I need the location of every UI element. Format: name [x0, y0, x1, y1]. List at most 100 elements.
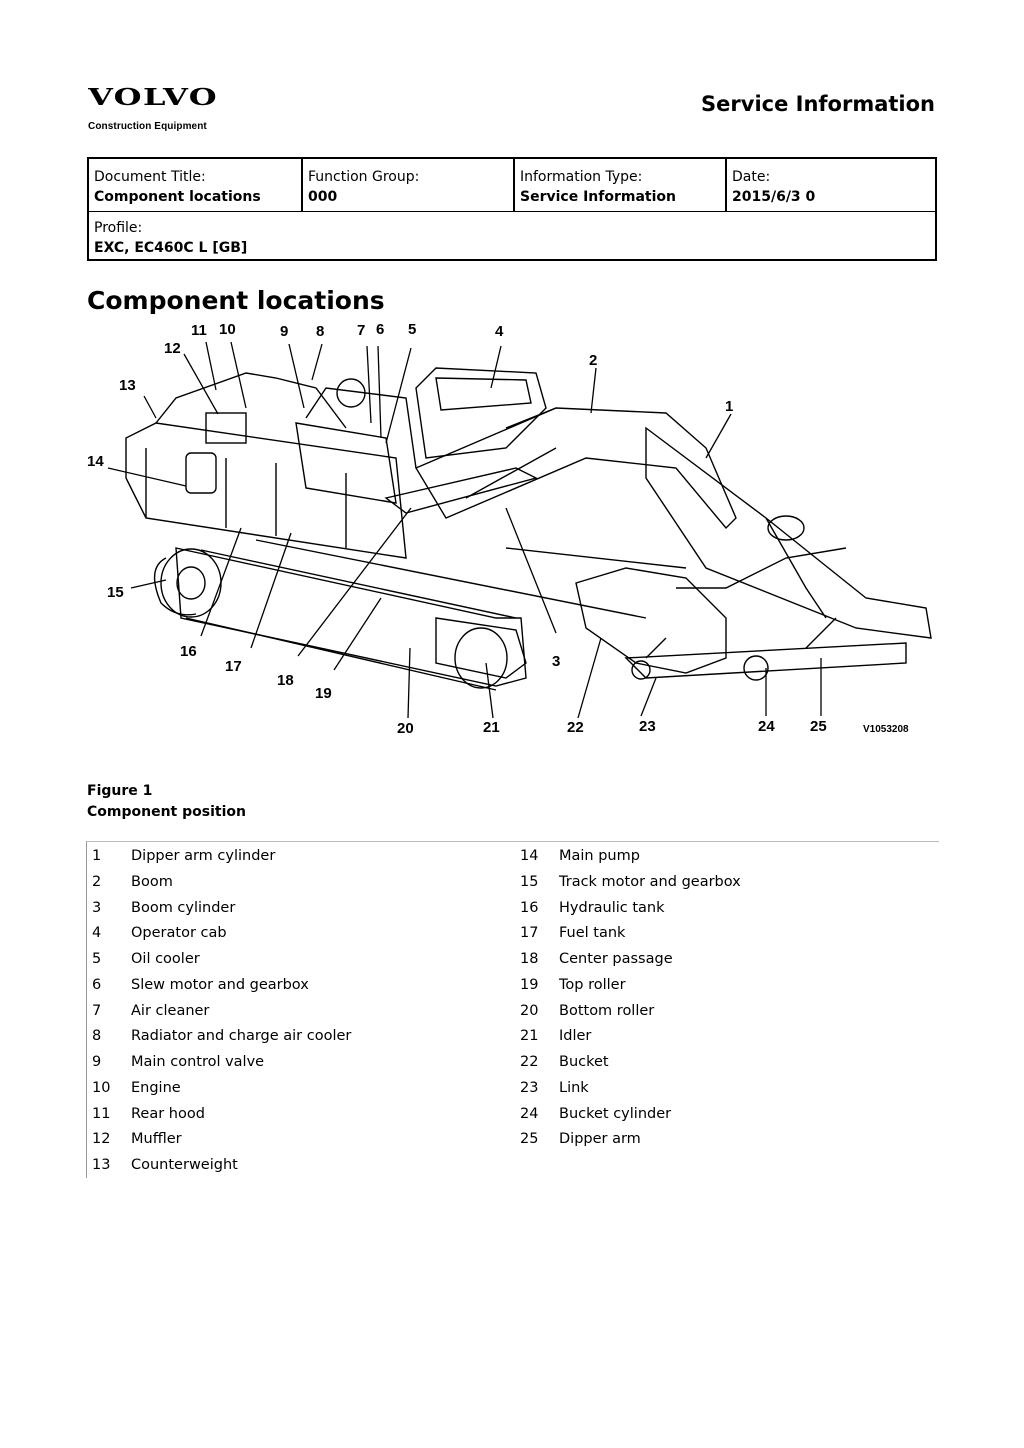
excavator-figure: 1 2 3 4 5 6 7 8 9 10 11 12 13 14 15 16 1…	[87, 321, 932, 737]
list-item: 6 Slew motor and gearbox	[92, 975, 512, 1001]
list-item-name: Bucket	[559, 1054, 609, 1070]
list-item-number: 23	[520, 1079, 539, 1096]
meta-information-type: Information Type: Service Information	[513, 159, 725, 211]
list-item-number: 2	[92, 873, 102, 890]
callout-23: 23	[639, 718, 656, 735]
callout-20: 20	[397, 720, 414, 737]
callout-4: 4	[495, 323, 504, 340]
list-item-name: Counterweight	[131, 1157, 238, 1173]
list-item: 3 Boom cylinder	[92, 898, 512, 924]
list-item-name: Track motor and gearbox	[559, 873, 741, 890]
list-item: 16 Hydraulic tank	[520, 898, 930, 924]
logo-wordmark: VOLVO	[88, 84, 218, 110]
logo-subtitle: Construction Equipment	[88, 121, 207, 132]
callout-1: 1	[725, 398, 733, 415]
callout-14: 14	[87, 453, 104, 470]
information-type-value: Service Information	[520, 189, 676, 205]
list-item-name: Boom cylinder	[131, 899, 236, 916]
list-item: 8 Radiator and charge air cooler	[92, 1026, 512, 1052]
bucket-drawing	[575, 567, 727, 674]
document-title-value: Component locations	[94, 189, 261, 205]
list-item-number: 24	[520, 1105, 539, 1122]
callout-19: 19	[315, 685, 332, 702]
profile-label: Profile:	[94, 220, 143, 236]
callout-labels: 1 2 3 4 5 6 7 8 9 10 11 12 13 14 15 16 1…	[87, 321, 909, 737]
callout-12: 12	[164, 340, 181, 357]
callout-3: 3	[552, 653, 560, 670]
list-item-name: Slew motor and gearbox	[131, 976, 309, 993]
date-label: Date:	[732, 169, 771, 185]
callout-22: 22	[567, 719, 584, 736]
callout-25: 25	[810, 718, 827, 735]
list-item-number: 12	[92, 1131, 111, 1148]
callout-2: 2	[589, 352, 597, 369]
list-item-number: 25	[520, 1131, 539, 1148]
meta-function-group: Function Group: 000	[301, 159, 513, 211]
list-item-number: 22	[520, 1054, 539, 1070]
callout-8: 8	[316, 323, 324, 340]
function-group-value: 000	[308, 189, 338, 205]
callout-13: 13	[119, 377, 136, 394]
list-item-name: Dipper arm cylinder	[131, 848, 276, 864]
header-title: Service Information	[701, 92, 935, 116]
boom-drawing	[414, 407, 737, 530]
image-code: V1053208	[863, 724, 909, 735]
list-item-number: 17	[520, 925, 539, 942]
list-item-number: 9	[92, 1054, 102, 1070]
dipper-arm-drawing	[645, 426, 932, 639]
date-value: 2015/6/3 0	[732, 189, 816, 205]
callout-10: 10	[219, 321, 236, 338]
list-item-number: 8	[92, 1028, 102, 1045]
document-title-label: Document Title:	[94, 169, 206, 185]
function-group-label: Function Group:	[308, 169, 420, 185]
list-item-name: Main pump	[559, 848, 640, 864]
meta-profile: Profile: EXC, EC460C L [GB]	[89, 212, 935, 261]
profile-value: EXC, EC460C L [GB]	[94, 240, 248, 256]
list-item-name: Boom	[131, 873, 173, 890]
list-item-name: Hydraulic tank	[559, 899, 665, 916]
list-item-number: 4	[92, 925, 102, 942]
list-item-number: 6	[92, 976, 102, 993]
section-title: Component locations	[87, 286, 385, 315]
excavator-drawing	[125, 367, 932, 691]
callout-21: 21	[483, 719, 500, 736]
callout-7: 7	[357, 322, 365, 339]
list-item-number: 20	[520, 1002, 539, 1019]
meta-document-title: Document Title: Component locations	[89, 159, 301, 211]
list-item-number: 5	[92, 951, 102, 967]
figure-caption: Figure 1 Component position	[87, 781, 246, 823]
list-item-name: Radiator and charge air cooler	[131, 1028, 352, 1045]
list-item-name: Bottom roller	[559, 1002, 655, 1019]
list-item-number: 3	[92, 899, 102, 916]
information-type-label: Information Type:	[520, 169, 643, 185]
list-item-name: Oil cooler	[131, 951, 200, 967]
list-item-number: 16	[520, 899, 539, 916]
callout-15: 15	[107, 584, 124, 601]
list-item-number: 14	[520, 848, 539, 864]
list-item-name: Top roller	[559, 976, 626, 993]
list-item-number: 13	[92, 1157, 111, 1173]
callout-17: 17	[225, 658, 242, 675]
volvo-logo: VOLVO	[88, 84, 218, 110]
list-item: 14 Main pump	[520, 846, 930, 872]
list-item-name: Engine	[131, 1079, 181, 1096]
document-meta-table: Document Title: Component locations Func…	[87, 157, 937, 261]
list-item-name: Air cleaner	[131, 1002, 210, 1019]
list-item-name: Center passage	[559, 951, 673, 967]
list-item-name: Operator cab	[131, 925, 227, 942]
list-item: 22 Bucket	[520, 1052, 930, 1078]
